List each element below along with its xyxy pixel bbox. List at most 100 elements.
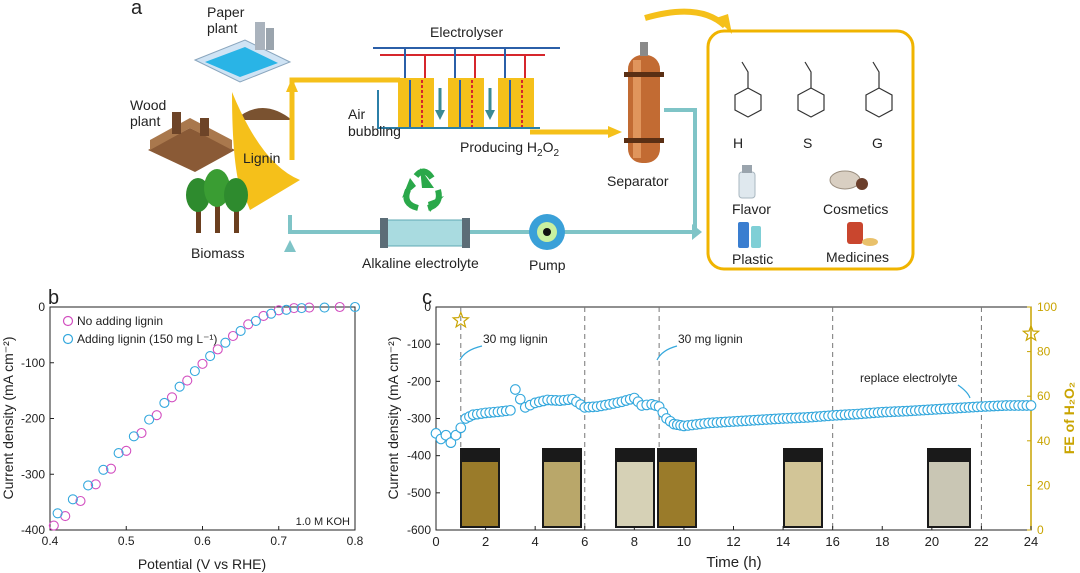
fe-star-marker — [451, 310, 471, 329]
product-medicines-label: Medicines — [826, 249, 889, 265]
legend-marker-adding-lignin — [62, 333, 74, 345]
panel-b-x-ticks: 0.4 0.5 0.6 0.7 0.8 — [42, 526, 364, 548]
biomass-trees-icon — [186, 169, 248, 233]
panel-c-fe-markers — [451, 310, 1041, 342]
adding-lignin-point — [281, 304, 292, 315]
vial-photo-3 — [615, 448, 655, 528]
panel-b-x-tick-label: 0.7 — [270, 534, 287, 548]
feed-flow-line — [289, 77, 400, 160]
panel-c-y2-tick-label: 0 — [1037, 523, 1044, 537]
product-flow-arrowhead — [608, 126, 622, 138]
monomer-h-structure — [734, 87, 762, 118]
no-lignin-point — [227, 330, 239, 342]
paper-plant-label: Paper plant — [207, 4, 248, 36]
return-arrowhead — [284, 240, 296, 252]
flavor-bottle-icon — [738, 165, 756, 199]
panel-c-y-tick-label: -400 — [407, 449, 431, 463]
panel-c-x-tick-label: 4 — [532, 534, 539, 549]
adding-lignin-point — [174, 381, 185, 392]
air-bubbling-label: Air bubbling — [348, 106, 401, 139]
panel-c-y2-tick-label: 60 — [1037, 389, 1051, 403]
air-bubbling-line-2: bubbling — [348, 123, 401, 139]
no-lignin-point — [121, 445, 132, 456]
no-lignin-point — [334, 301, 345, 313]
annotation-replace-arrow — [957, 384, 971, 399]
annotation-lignin-2: 30 mg lignin — [678, 332, 743, 346]
electrolyte-tank-icon — [380, 218, 470, 248]
panel-a: a Paper plant Wood plant Lignin — [130, 0, 915, 273]
legend-label-adding-lignin: Adding lignin (150 mg L⁻¹) — [77, 332, 217, 346]
panel-c-x-tick-label: 18 — [875, 534, 889, 549]
panel-b-x-tick-label: 0.8 — [347, 534, 364, 548]
panel-c-x-tick-label: 14 — [776, 534, 790, 549]
current-density-point — [450, 429, 462, 441]
panel-b-x-tick-label: 0.5 — [118, 534, 135, 548]
adding-lignin-point — [349, 301, 361, 313]
lignin-label: Lignin — [243, 150, 280, 166]
current-density-point — [509, 384, 521, 395]
producing-text: Producing H — [460, 139, 537, 155]
no-lignin-point — [304, 302, 315, 313]
panel-b-y-tick-label: -400 — [21, 523, 45, 537]
annotation-lignin-1-arrow — [459, 345, 483, 361]
producing-h2o2-label: Producing H2O2 — [460, 139, 560, 159]
wood-plant-line-2: plant — [130, 113, 160, 129]
extraction-arrow — [644, 8, 728, 29]
panel-c-y2-tick-label: 20 — [1037, 478, 1051, 492]
vial-photo-1 — [460, 448, 500, 528]
monomer-g-label: G — [872, 135, 883, 151]
no-lignin-point — [48, 520, 59, 531]
adding-lignin-point — [205, 351, 216, 362]
vial-photo-2 — [542, 448, 582, 528]
adding-lignin-point — [113, 448, 124, 459]
paper-plant-line-1: Paper — [207, 4, 245, 20]
producing-o: O — [543, 139, 554, 155]
panel-c-x-tick-label: 24 — [1024, 534, 1038, 549]
panel-b-x-tick-label: 0.6 — [194, 534, 211, 548]
panel-c-y-tick-label: -200 — [407, 374, 431, 388]
panel-c-x-tick-label: 0 — [432, 534, 439, 549]
producing-subscript-2: 2 — [554, 148, 560, 159]
panel-b-y-axis-label: Current density (mA cm⁻²) — [0, 337, 16, 500]
panel-c-y2-tick-label: 100 — [1037, 300, 1057, 314]
current-density-point — [1025, 400, 1037, 411]
panel-c-y-tick-label: -100 — [407, 337, 431, 351]
biomass-label: Biomass — [191, 245, 245, 261]
panel-b-annotation: 1.0 M KOH — [296, 516, 350, 528]
panel-c-data-points — [430, 384, 1037, 449]
electrolyser-icon — [373, 47, 560, 129]
adding-lignin-point — [250, 315, 261, 326]
panel-c-y2-tick-label: 80 — [1037, 345, 1051, 359]
adding-lignin-point — [67, 494, 78, 505]
return-arrowhead-right — [692, 224, 702, 240]
panel-c-y-tick-label: 0 — [424, 300, 431, 314]
adding-lignin-point — [235, 325, 246, 337]
monomer-g-structure — [865, 87, 893, 118]
legend-label-no-lignin: No adding lignin — [77, 314, 163, 328]
no-lignin-point — [90, 479, 101, 490]
current-density-point — [505, 404, 516, 416]
adding-lignin-point — [220, 337, 231, 348]
paper-plant-icon — [193, 22, 292, 83]
adding-lignin-point — [266, 308, 277, 319]
recycle-icon — [402, 168, 444, 212]
panel-c-label: c — [422, 287, 432, 309]
alkaline-electrolyte-label: Alkaline electrolyte — [362, 255, 479, 271]
adding-lignin-point — [189, 366, 200, 377]
panel-b-y-tick-label: 0 — [38, 300, 45, 314]
cosmetics-icon — [829, 170, 868, 190]
medicines-icon — [847, 222, 878, 246]
panel-c-x-tick-label: 12 — [726, 534, 740, 549]
monomer-structures — [734, 61, 893, 118]
panel-b-x-tick-label: 0.4 — [42, 534, 59, 548]
panel-c-y-axis-label: Current density (mA cm⁻²) — [385, 337, 401, 500]
product-flavor-label: Flavor — [732, 201, 771, 217]
lignin-flow-arrow — [232, 92, 300, 210]
adding-lignin-point — [319, 302, 330, 313]
panel-b-legend: No adding lignin Adding lignin (150 mg L… — [62, 314, 217, 346]
annotation-lignin-1: 30 mg lignin — [483, 332, 548, 346]
